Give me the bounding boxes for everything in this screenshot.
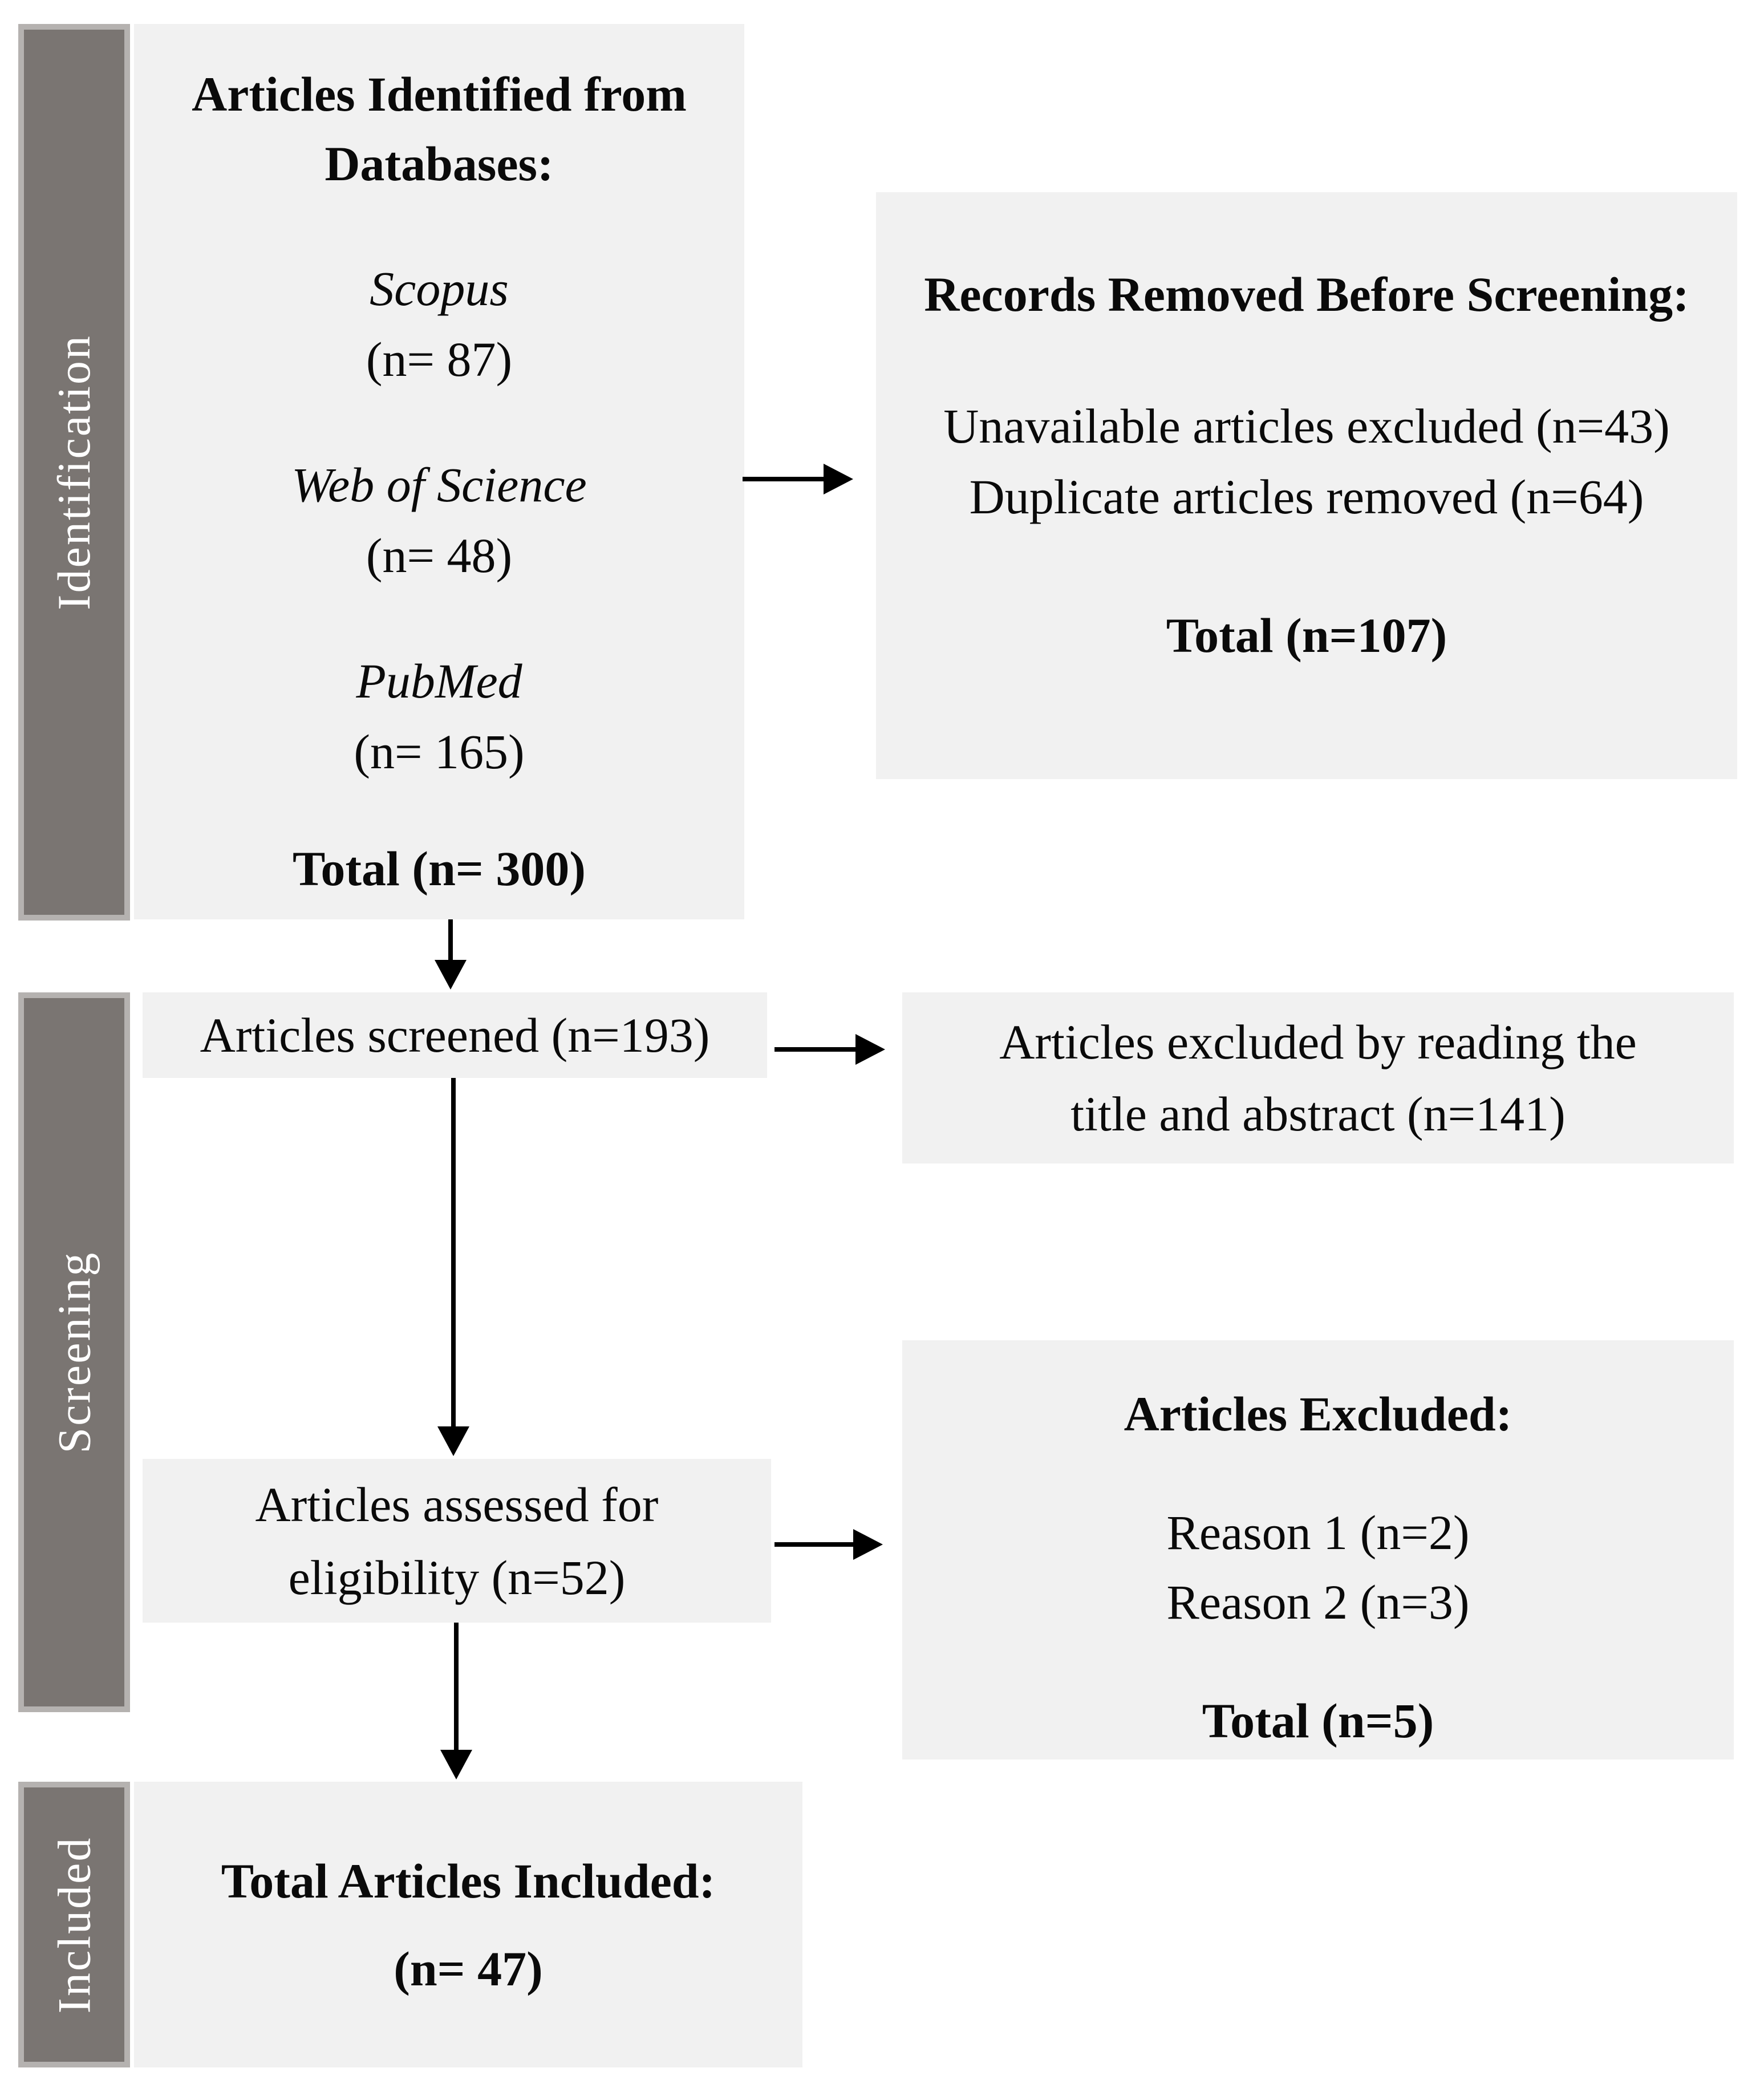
- articles-assessed-box: Articles assessed for eligibility (n=52): [143, 1459, 771, 1623]
- identified-title-line2: Databases:: [325, 136, 554, 191]
- articles-excluded-reasons: Reason 1 (n=2) Reason 2 (n=3): [1167, 1498, 1470, 1637]
- source-pubmed: PubMed (n= 165): [354, 646, 524, 787]
- articles-assessed-line1: Articles assessed for: [255, 1477, 659, 1532]
- excluded-reason: Reason 1 (n=2): [1166, 1505, 1470, 1560]
- source-name: Web of Science: [291, 457, 587, 512]
- title-abstract-excluded-line2: title and abstract (n=141): [1070, 1086, 1566, 1141]
- articles-screened-box: Articles screened (n=193): [143, 992, 767, 1078]
- title-abstract-excluded-box: Articles excluded by reading the title a…: [902, 992, 1734, 1163]
- total-included-count: (n= 47): [394, 1941, 543, 1996]
- stage-tab-screening: Screening: [18, 992, 130, 1712]
- source-name: Scopus: [370, 261, 509, 316]
- records-removed-total: Total (n=107): [1166, 608, 1447, 663]
- arrow-shaft: [451, 1078, 456, 1430]
- total-included-box: Total Articles Included: (n= 47): [134, 1782, 802, 2067]
- records-removed-line: Unavailable articles excluded (n=43): [943, 399, 1670, 453]
- source-web-of-science: Web of Science (n= 48): [291, 449, 586, 591]
- articles-excluded-title: Articles Excluded:: [1124, 1386, 1512, 1441]
- source-count: (n= 87): [366, 332, 513, 387]
- source-count: (n= 165): [354, 724, 525, 779]
- arrow-head-down-icon: [435, 960, 467, 990]
- arrow-shaft: [454, 1623, 459, 1753]
- articles-screened-label: Articles screened (n=193): [200, 1008, 710, 1063]
- identified-from-databases-box: Articles Identified from Databases: Scop…: [134, 24, 744, 919]
- stage-label-wrap: Included: [24, 1787, 124, 2062]
- source-scopus: Scopus (n= 87): [366, 253, 512, 395]
- records-removed-title: Records Removed Before Screening:: [924, 267, 1689, 322]
- identified-total: Total (n= 300): [292, 841, 586, 896]
- arrow-head-right-icon: [855, 1034, 885, 1065]
- arrow-head-right-icon: [824, 464, 853, 494]
- records-removed-lines: Unavailable articles excluded (n=43) Dup…: [943, 391, 1669, 532]
- stage-label-wrap: Screening: [24, 998, 124, 1706]
- articles-excluded-box: Articles Excluded: Reason 1 (n=2) Reason…: [902, 1340, 1734, 1759]
- stage-label-screening: Screening: [48, 1251, 100, 1454]
- stage-label-wrap: Identification: [24, 30, 124, 915]
- source-name: PubMed: [356, 654, 522, 708]
- source-count: (n= 48): [366, 528, 513, 583]
- total-included-title: Total Articles Included:: [221, 1853, 716, 1908]
- arrow-head-down-icon: [437, 1426, 469, 1456]
- stage-tab-included: Included: [18, 1782, 130, 2067]
- arrow-head-down-icon: [440, 1750, 472, 1779]
- records-removed-line: Duplicate articles removed (n=64): [969, 469, 1644, 524]
- stage-label-included: Included: [48, 1836, 100, 2013]
- arrow-shaft: [448, 919, 453, 962]
- stage-tab-identification: Identification: [18, 24, 130, 921]
- identified-title-line1: Articles Identified from: [192, 67, 687, 121]
- arrow-shaft: [743, 477, 826, 481]
- arrow-shaft: [774, 1542, 857, 1547]
- articles-excluded-total: Total (n=5): [1202, 1693, 1434, 1748]
- records-removed-box: Records Removed Before Screening: Unavai…: [876, 192, 1737, 779]
- arrow-shaft: [774, 1047, 858, 1052]
- stage-label-identification: Identification: [48, 334, 100, 610]
- title-abstract-excluded-line1: Articles excluded by reading the: [999, 1015, 1637, 1069]
- excluded-reason: Reason 2 (n=3): [1166, 1575, 1470, 1629]
- arrow-head-right-icon: [853, 1529, 883, 1560]
- articles-assessed-line2: eligibility (n=52): [288, 1550, 626, 1605]
